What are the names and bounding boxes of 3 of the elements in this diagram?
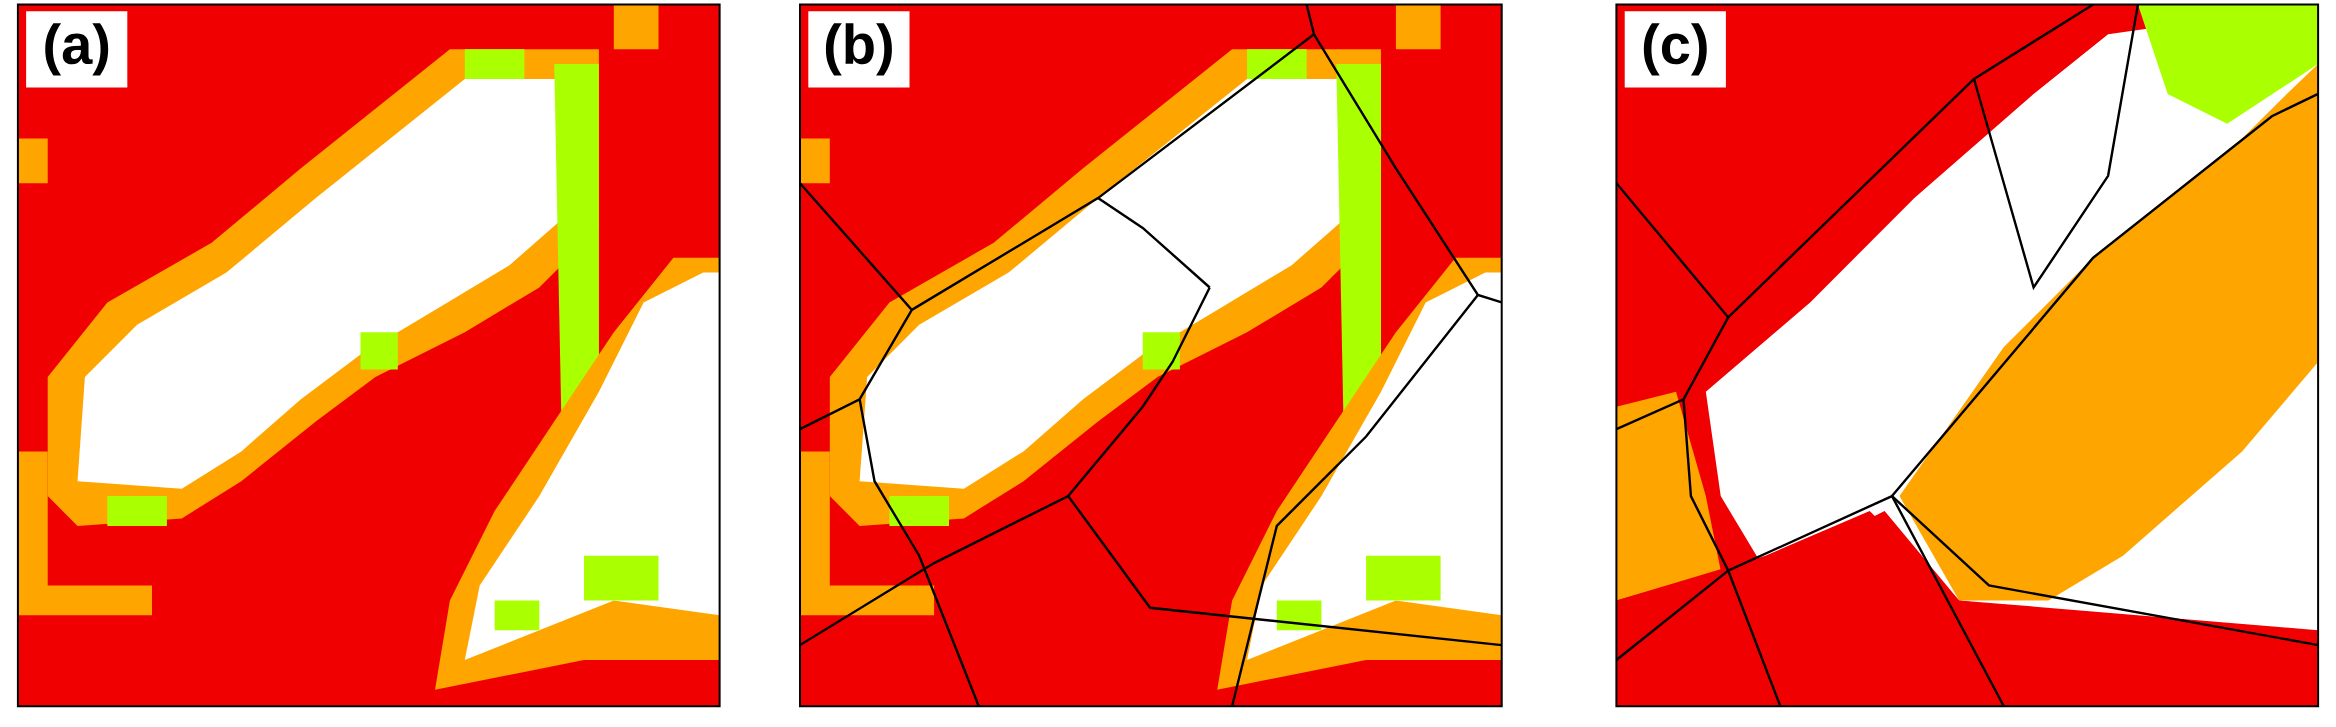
panel-label: (b) — [808, 11, 910, 88]
panel-label: (c) — [1624, 11, 1726, 88]
panel-label: (a) — [26, 11, 128, 88]
